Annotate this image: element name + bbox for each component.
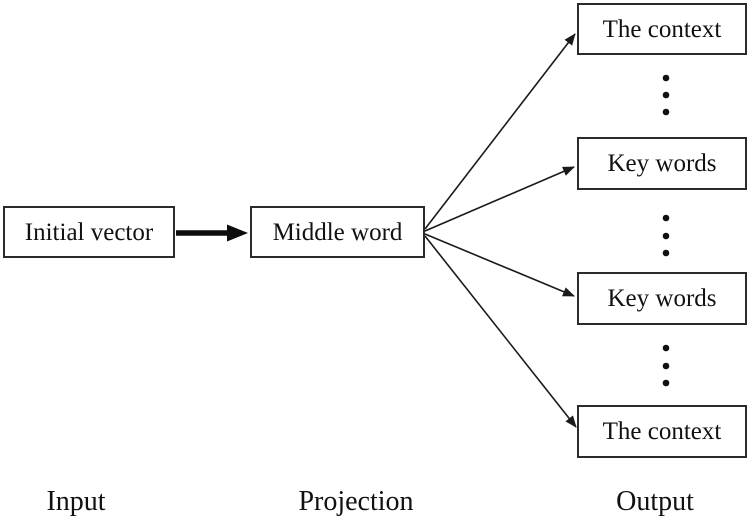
vertical-ellipsis-icon [662,344,670,387]
input-to-projection-arrow [176,224,248,242]
column-label-projection: Projection [298,486,414,517]
projection-node: Middle word [250,206,425,258]
output-node-context-top: The context [577,3,747,55]
arrow-to-output-3 [424,233,575,297]
output-node-keywords-lower: Key words [577,272,747,325]
column-label-output: Output [616,486,694,517]
arrow-to-output-1 [424,33,576,230]
projection-to-output-arrows [424,33,577,428]
column-label-input: Input [46,486,106,517]
vertical-ellipsis-icon [662,214,670,257]
output-node-keywords-upper: Key words [577,137,747,190]
vertical-ellipsis-icon [662,74,670,116]
arrow-to-output-2 [424,166,575,232]
output-node-context-bottom: The context [577,405,747,458]
input-node: Initial vector [3,206,175,258]
arrow-to-output-4 [424,235,577,428]
